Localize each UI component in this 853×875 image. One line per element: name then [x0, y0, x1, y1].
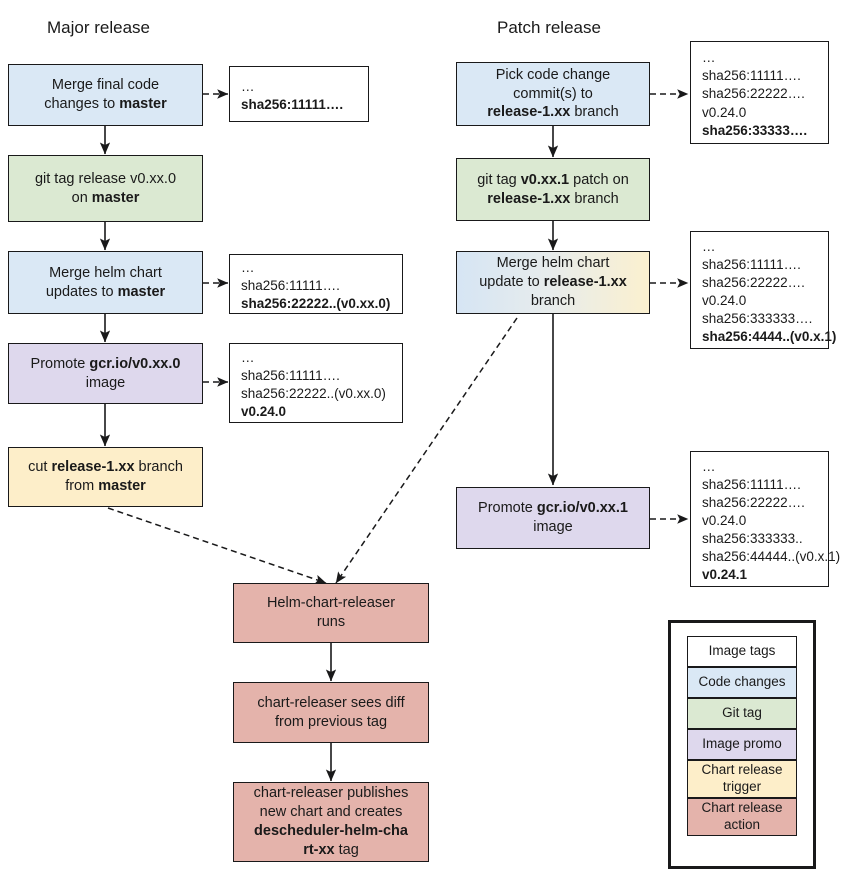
legend-item-label: Image tags: [708, 643, 776, 659]
tag-line: sha256:333333….: [702, 311, 813, 327]
tagbox-after-helm-chart-updates: … sha256:11111…. sha256:22222..(v0.xx.0): [229, 254, 403, 314]
tag-line: sha256:4444..(v0.x.1): [702, 329, 837, 345]
legend-item-label: Chart release trigger: [701, 762, 783, 794]
tagbox-after-merge-final-code: … sha256:11111….: [229, 66, 369, 122]
legend-item-image-tags: Image tags: [687, 636, 797, 667]
tag-line: sha256:44444..(v0.x.1): [702, 549, 841, 565]
tag-line: v0.24.0: [702, 512, 747, 528]
tag-line: v0.24.0: [702, 293, 747, 308]
tag-line: sha256:22222..(v0.xx.0): [241, 386, 386, 401]
legend-item-chart-release-trigger: Chart release trigger: [687, 760, 797, 798]
legend-item-label: Code changes: [698, 674, 786, 690]
tag-line: sha256:22222….: [702, 86, 805, 102]
legend-panel: Image tags Code changes Git tag Image pr…: [668, 620, 816, 869]
tag-line: sha256:22222..(v0.xx.0): [241, 296, 391, 312]
tag-line: sha256:11111….: [702, 256, 801, 272]
tag-line: …: [241, 78, 256, 94]
tag-lines: … sha256:11111…. sha256:22222..(v0.xx.0): [241, 259, 402, 313]
tag-line: …: [702, 458, 717, 474]
tag-lines: … sha256:11111….: [241, 78, 368, 114]
tagbox-after-pick-commits: … sha256:11111…. sha256:22222…. v0.24.0 sha2…: [690, 41, 829, 144]
legend-item-git-tag: Git tag: [687, 698, 797, 729]
column-title-major-release: Major release: [47, 18, 150, 37]
legend-item-label: Chart release action: [701, 800, 783, 832]
tag-lines: … sha256:11111…. sha256:22222…. v0.24.0 sha2…: [702, 49, 828, 139]
tagbox-after-promote-patch: … sha256:11111…. sha256:22222…. v0.24.0 sha2…: [690, 451, 841, 587]
tag-line: sha256:11111….: [702, 476, 801, 492]
legend-item-label: Git tag: [722, 705, 762, 721]
column-title-patch-release: Patch release: [497, 18, 601, 37]
legend-item-code-changes: Code changes: [687, 667, 797, 698]
tag-lines: … sha256:11111…. sha256:22222…. v0.24.0 sha2…: [702, 238, 837, 346]
tagbox-after-helm-chart-update-release: … sha256:11111…. sha256:22222…. v0.24.0 sha2…: [690, 231, 837, 349]
legend-item-image-promo: Image promo: [687, 729, 797, 760]
tag-line: sha256:11111….: [702, 68, 801, 84]
tag-lines: … sha256:11111…. sha256:22222..(v0.xx.0) v0…: [241, 349, 402, 421]
tag-line: sha256:11111….: [241, 97, 344, 112]
tag-line: v0.24.0: [241, 404, 287, 420]
tag-line: v0.24.1: [702, 567, 748, 583]
tag-line: sha256:11111….: [241, 367, 340, 383]
tag-line: …: [241, 349, 256, 365]
tag-line: …: [241, 259, 256, 275]
tag-line: …: [702, 50, 717, 66]
tag-line: sha256:22222….: [702, 494, 805, 510]
legend-item-label: Image promo: [702, 736, 782, 752]
tag-line: …: [702, 238, 717, 254]
tag-line: sha256:333333..: [702, 531, 803, 547]
tag-line: sha256:11111….: [241, 277, 340, 293]
tag-line: v0.24.0: [702, 104, 747, 120]
tag-line: sha256:33333….: [702, 122, 808, 138]
legend-item-chart-release-action: Chart release action: [687, 798, 797, 836]
tagbox-after-promote-major: … sha256:11111…. sha256:22222..(v0.xx.0) v0…: [229, 343, 403, 423]
tag-lines: … sha256:11111…. sha256:22222…. v0.24.0 sha2…: [702, 458, 841, 585]
tag-line: sha256:22222….: [702, 274, 805, 290]
